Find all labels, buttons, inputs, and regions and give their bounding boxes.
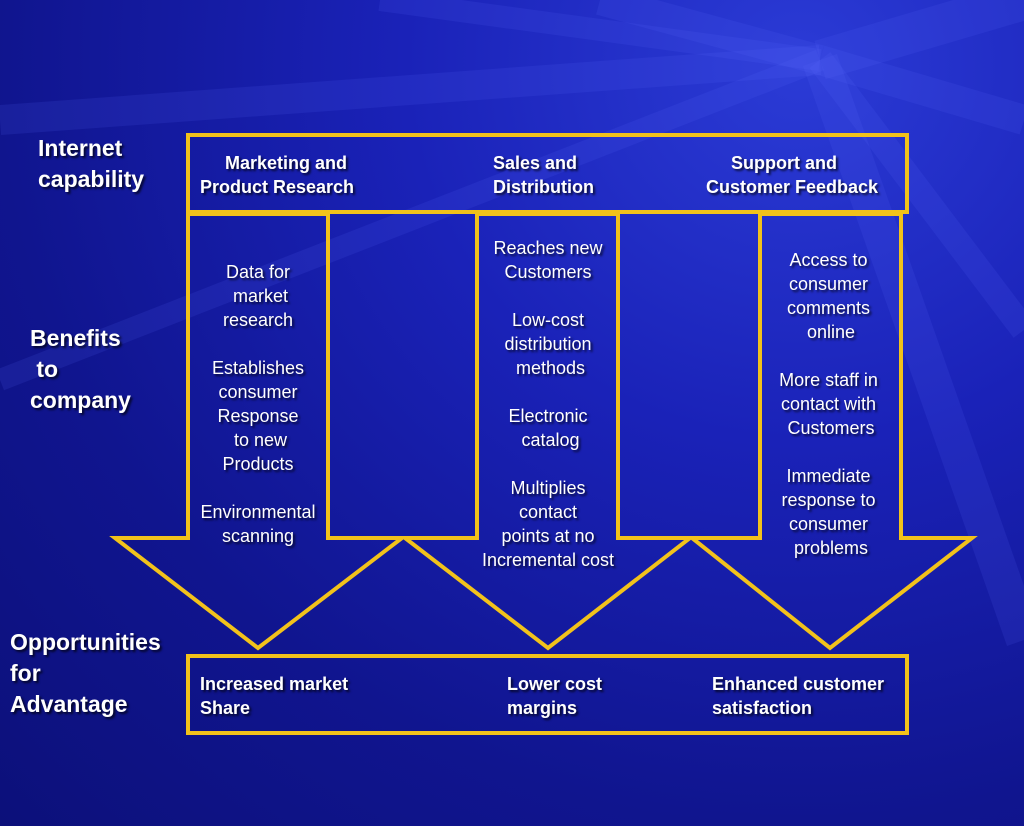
benefits-support: Access to consumer comments online More … xyxy=(779,250,878,558)
row-label-internet: Internet capability xyxy=(38,135,145,192)
opportunity-lower-cost: Lower cost margins xyxy=(507,674,603,718)
capability-sales: Sales and Distribution xyxy=(493,153,594,197)
opportunity-box xyxy=(186,654,909,735)
benefits-sales: Reaches new Customers Low-cost distribut… xyxy=(481,238,615,570)
capability-marketing: Marketing and Product Research xyxy=(200,153,355,197)
arrow-sales xyxy=(399,212,696,651)
benefits-marketing: Data for market research Establishes con… xyxy=(200,262,316,546)
row-label-benefits: Benefits to company xyxy=(30,325,131,413)
capability-support: Support and Customer Feedback xyxy=(706,153,879,197)
opportunity-market-share: Increased market Share xyxy=(200,674,349,718)
arrow-marketing xyxy=(109,212,408,651)
arrow-support xyxy=(686,212,978,651)
row-label-opportunities: Opportunities for Advantage xyxy=(10,629,161,717)
opportunity-customer-satisfaction: Enhanced customer satisfaction xyxy=(712,674,885,718)
